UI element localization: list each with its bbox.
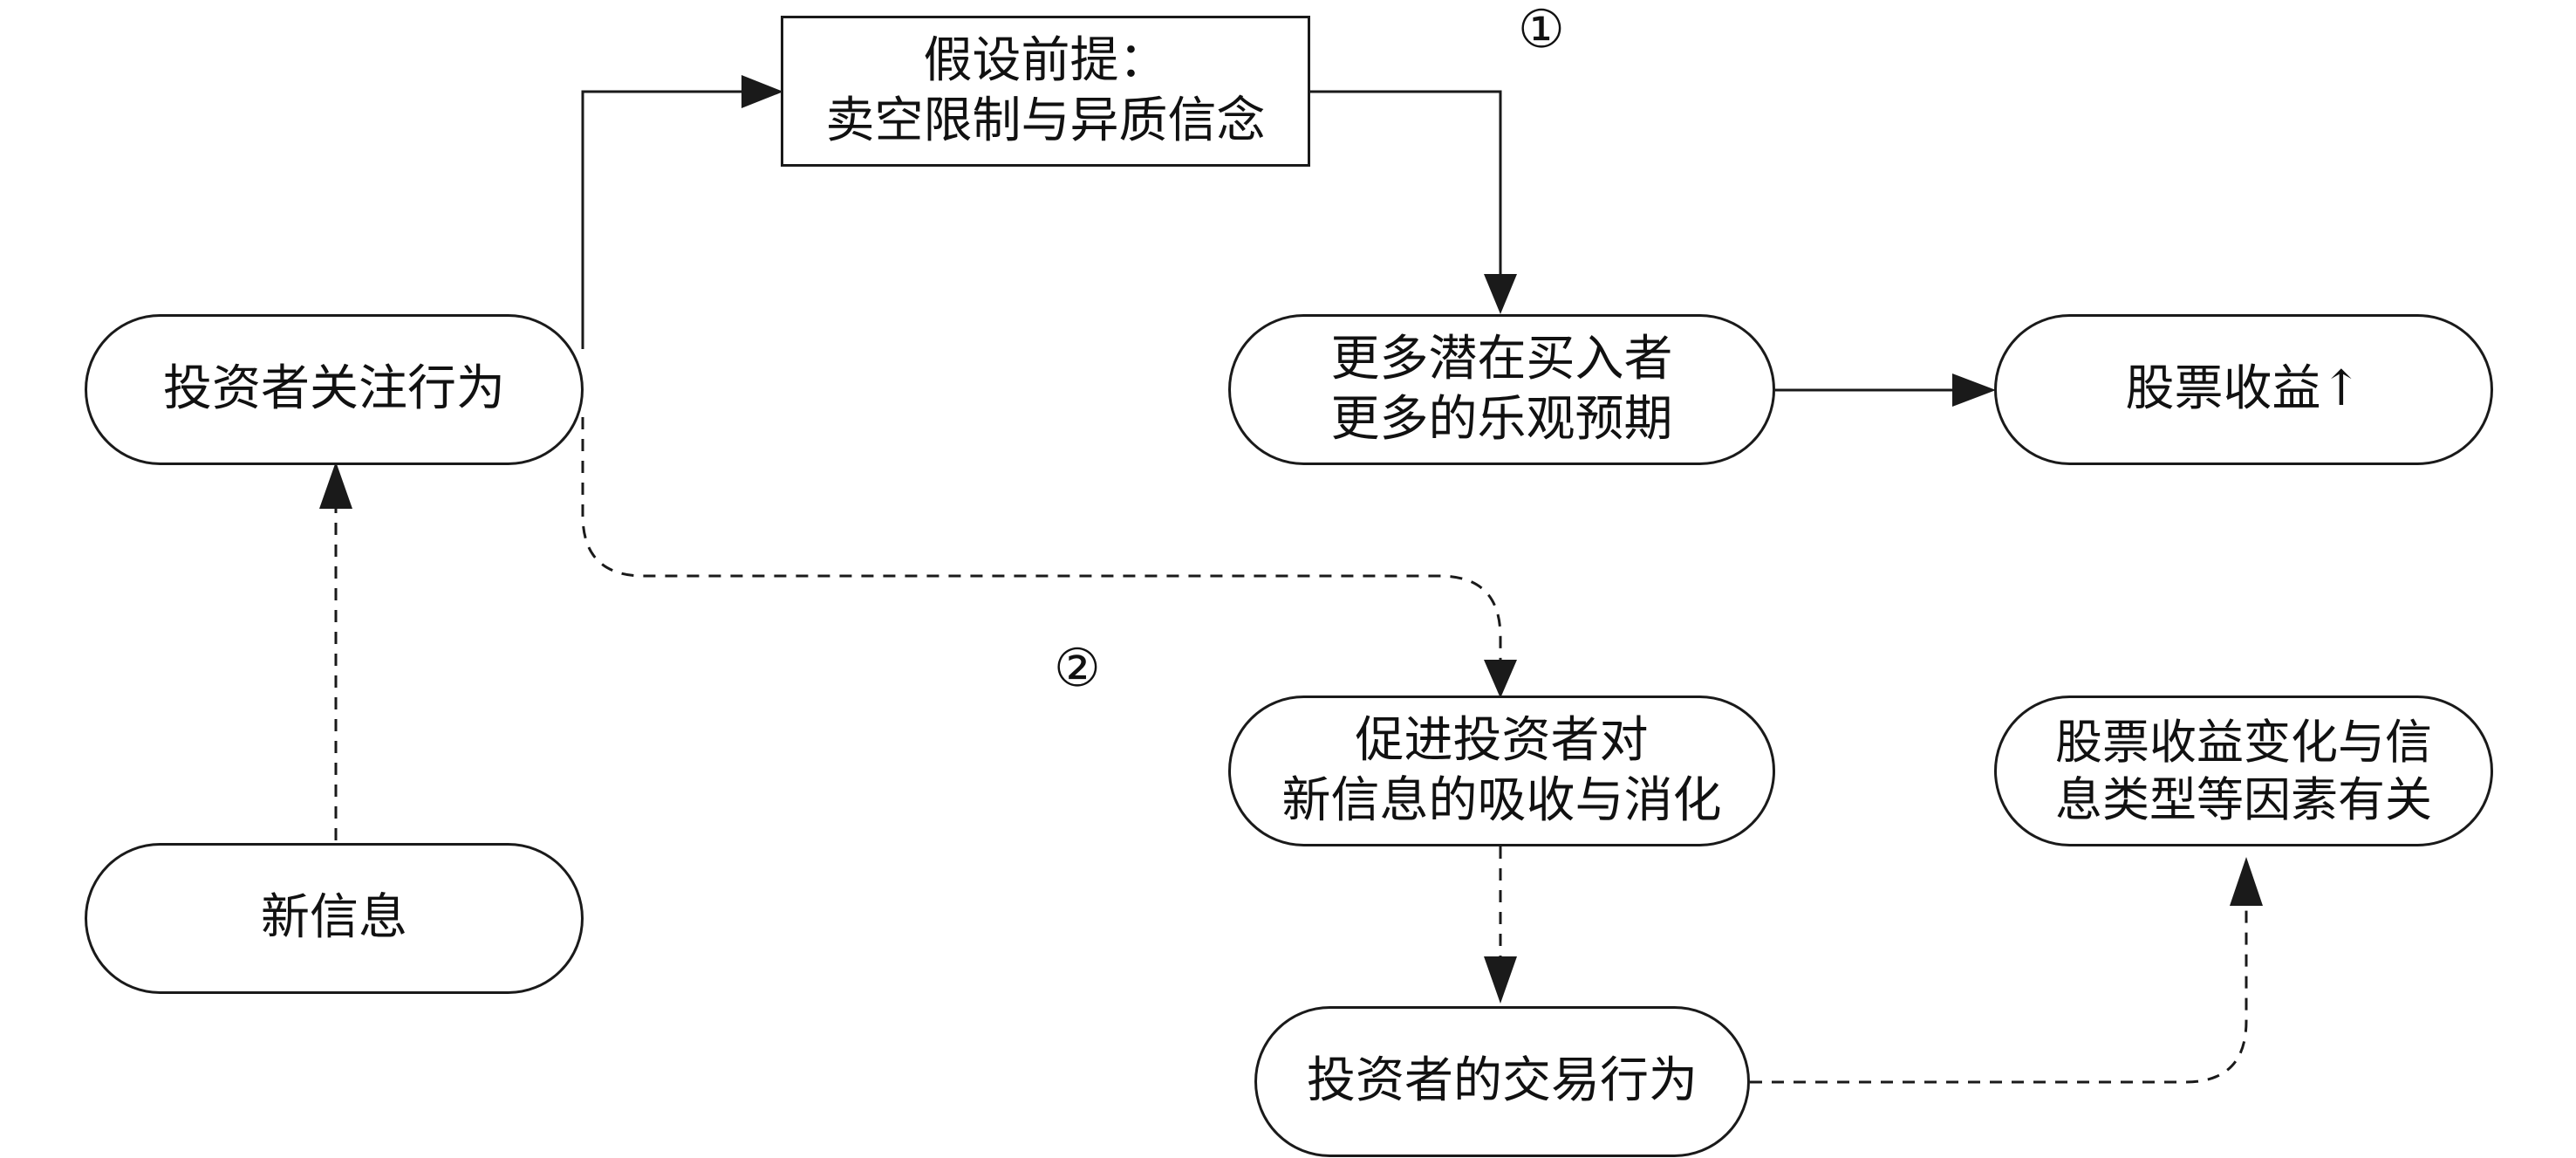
trading-label: 投资者的交易行为 xyxy=(1307,1052,1698,1110)
return-up-label: 股票收益↑ xyxy=(2125,360,2362,418)
return-change-line-1: 股票收益变化与信 xyxy=(2055,714,2432,770)
return-change-node: 股票收益变化与信 息类型等因素有关 xyxy=(1994,695,2493,846)
edge-attention-to-absorb xyxy=(581,417,1517,698)
edge-more-buyers-to-return-up xyxy=(1775,373,1996,407)
new-info-node: 新信息 xyxy=(85,843,584,994)
attention-node: 投资者关注行为 xyxy=(85,314,584,465)
path-marker-1: ① xyxy=(1518,0,1565,60)
return-up-node: 股票收益↑ xyxy=(1994,314,2493,465)
assumption-box: 假设前提： 卖空限制与异质信念 xyxy=(781,16,1310,167)
absorb-line-2: 新信息的吸收与消化 xyxy=(1281,771,1722,829)
assumption-line-1: 假设前提： xyxy=(923,32,1168,90)
more-buyers-line-1: 更多潜在买入者 xyxy=(1330,331,1673,388)
absorb-line-1: 促进投资者对 xyxy=(1355,712,1649,770)
edge-attention-to-assumption xyxy=(581,75,783,349)
edge-assumption-to-more-buyers xyxy=(1310,90,1517,314)
absorb-node: 促进投资者对 新信息的吸收与消化 xyxy=(1228,695,1775,846)
assumption-line-2: 卖空限制与异质信念 xyxy=(825,92,1266,149)
edge-absorb-to-trading xyxy=(1484,846,1517,1004)
path-marker-2: ② xyxy=(1054,638,1101,699)
more-buyers-line-2: 更多的乐观预期 xyxy=(1330,390,1673,448)
trading-node: 投资者的交易行为 xyxy=(1254,1006,1750,1157)
new-info-label: 新信息 xyxy=(261,889,407,947)
edge-trading-to-return-change xyxy=(1750,857,2263,1084)
return-change-line-2: 息类型等因素有关 xyxy=(2055,771,2432,827)
attention-label: 投资者关注行为 xyxy=(163,360,505,418)
more-buyers-node: 更多潜在买入者 更多的乐观预期 xyxy=(1228,314,1775,465)
edge-new-info-to-attention xyxy=(319,462,352,840)
